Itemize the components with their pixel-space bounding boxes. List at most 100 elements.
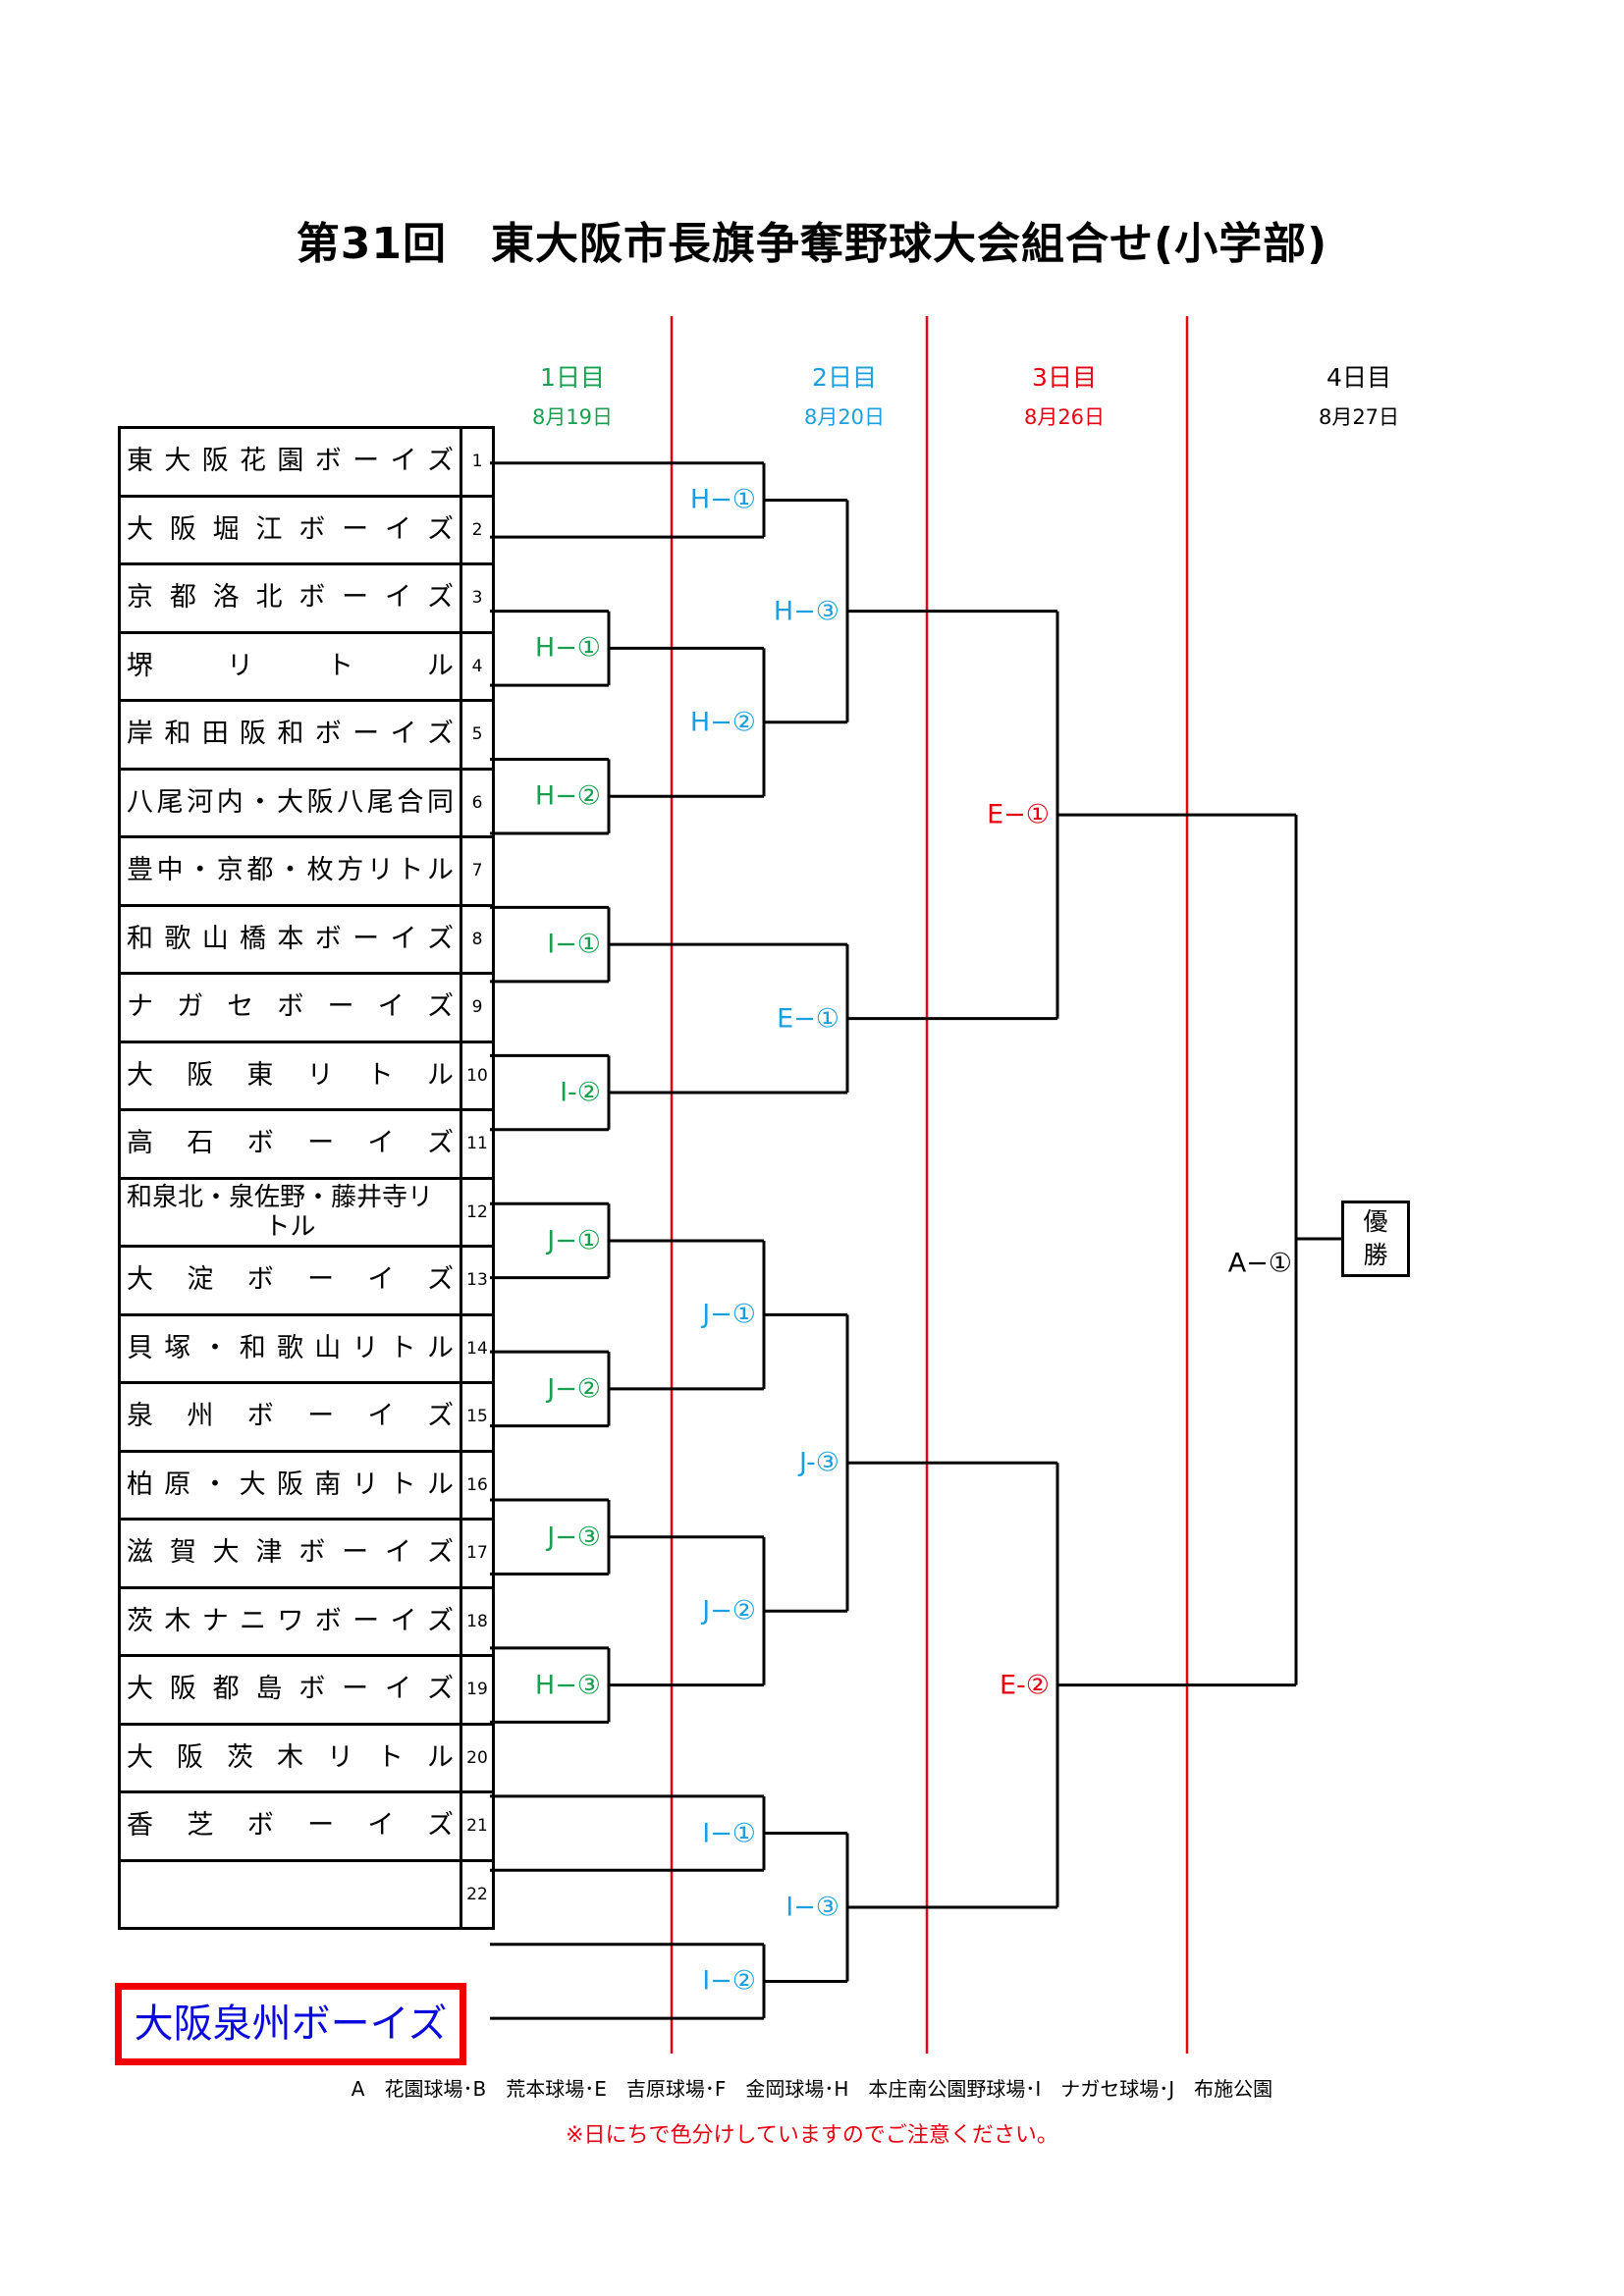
team-name: 東大阪花園ボーイズ: [118, 426, 462, 498]
team-name: 岸和田阪和ボーイズ: [118, 699, 462, 771]
team-name: 堺リトル: [118, 630, 462, 702]
team-number: 15: [460, 1381, 495, 1453]
team-row: 大阪泉州ボーイズ22: [118, 1858, 495, 1930]
team-name: 大阪都島ボーイズ: [118, 1654, 462, 1726]
match-label: A−①: [1227, 1248, 1292, 1279]
day-date: 8月20日: [803, 405, 886, 429]
team-name: 茨木ナニワボーイズ: [118, 1585, 462, 1657]
day-label: 3日目: [1032, 363, 1097, 392]
team-name: 滋賀大津ボーイズ: [118, 1518, 462, 1589]
team-number: 14: [460, 1312, 495, 1384]
day-date: 8月27日: [1318, 405, 1400, 429]
team-name: 高石ボーイズ: [118, 1108, 462, 1180]
match-label: J−①: [547, 1225, 601, 1256]
match-label: J−②: [547, 1373, 601, 1405]
team-name: 貝塚・和歌山リトル: [118, 1312, 462, 1384]
team-name: 泉州ボーイズ: [118, 1381, 462, 1453]
team-name: 京都洛北ボーイズ: [118, 562, 462, 634]
match-label: E−①: [987, 799, 1050, 830]
match-label: H−②: [534, 780, 601, 812]
day-label: 1日目: [540, 363, 605, 392]
champion-box: 優 勝: [1341, 1201, 1410, 1277]
day-date: 8月26日: [1023, 405, 1106, 429]
page-title: 第31回 東大阪市長旗争奪野球大会組合せ(小学部): [296, 219, 1328, 269]
team-number: 19: [460, 1654, 495, 1726]
match-label: H−③: [773, 596, 839, 627]
day-header-2: 2日目 8月20日: [746, 358, 943, 431]
team-number: 20: [460, 1722, 495, 1793]
team-number: 10: [460, 1040, 495, 1111]
match-label: J−③: [547, 1522, 601, 1553]
team-name: 大阪堀江ボーイズ: [118, 494, 462, 565]
venue-legend: A 花園球場･B 荒本球場･E 吉原球場･F 金岡球場･H 本庄南公園野球場･I…: [351, 2077, 1273, 2101]
day-date: 8月19日: [531, 405, 614, 429]
team-name: 大淀ボーイズ: [118, 1245, 462, 1316]
day-label: 4日目: [1326, 363, 1391, 392]
champion-char: 優: [1363, 1207, 1388, 1236]
match-label: H−②: [689, 707, 756, 738]
day-header-1: 1日目 8月19日: [474, 358, 671, 431]
team-number: 22: [460, 1858, 495, 1930]
team-name: 大阪泉州ボーイズ: [118, 1858, 462, 1930]
team-name: 八尾河内・大阪八尾合同: [118, 767, 462, 838]
team-name: 豊中・京都・枚方リトル: [118, 835, 462, 907]
team-name: 大阪東リトル: [118, 1040, 462, 1111]
team-number: 18: [460, 1585, 495, 1657]
team-number: 16: [460, 1449, 495, 1521]
team-name: 大阪茨木リトル: [118, 1722, 462, 1793]
team-name: 和泉北・泉佐野・藤井寺リトル: [118, 1176, 462, 1248]
team-name: 香芝ボーイズ: [118, 1790, 462, 1862]
match-label: J−②: [702, 1595, 756, 1627]
team-name: 柏原・大阪南リトル: [118, 1449, 462, 1521]
team-number: 7: [460, 835, 495, 907]
match-label: J−①: [702, 1299, 756, 1330]
team-number: 12: [460, 1176, 495, 1248]
day-header-4: 4日目 8月27日: [1261, 358, 1457, 431]
match-label: I−③: [785, 1892, 839, 1923]
team-number: 3: [460, 562, 495, 634]
highlighted-team: 大阪泉州ボーイズ: [115, 1983, 466, 2065]
match-label: H−①: [689, 484, 756, 515]
match-label: E−①: [777, 1003, 839, 1035]
match-label: I−②: [702, 1965, 756, 1997]
team-number: 17: [460, 1518, 495, 1589]
day-label: 2日目: [812, 363, 877, 392]
color-note: ※日にちで色分けしていますのでご注意ください。: [566, 2123, 1058, 2148]
match-label: H−③: [534, 1670, 601, 1701]
champion-char: 勝: [1363, 1241, 1388, 1269]
team-number: 13: [460, 1245, 495, 1316]
team-number: 6: [460, 767, 495, 838]
match-label: I−①: [547, 929, 601, 960]
team-number: 9: [460, 972, 495, 1043]
match-label: J-③: [799, 1447, 839, 1478]
match-label: I-②: [560, 1077, 601, 1108]
team-number: 8: [460, 903, 495, 975]
match-label: E-②: [999, 1670, 1050, 1701]
team-name: ナガセボーイズ: [118, 972, 462, 1043]
team-number: 2: [460, 494, 495, 565]
team-number: 21: [460, 1790, 495, 1862]
team-number: 4: [460, 630, 495, 702]
